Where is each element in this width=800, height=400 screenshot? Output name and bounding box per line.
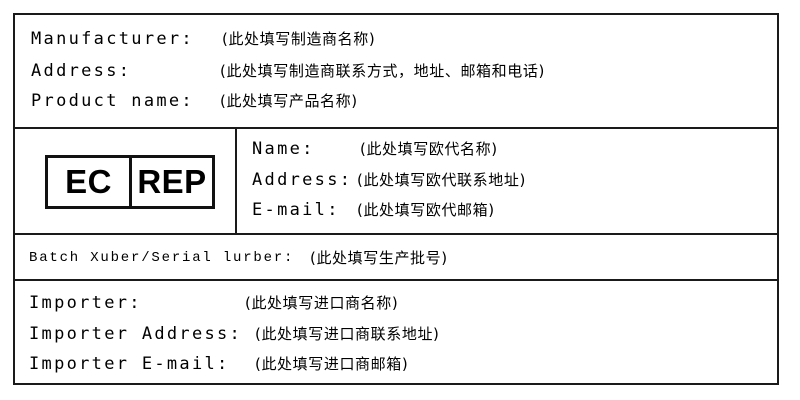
ec-rep-address-label: Address: <box>252 170 353 190</box>
ec-symbol-text: EC <box>48 158 132 206</box>
manufacturer-value: (此处填写制造商名称) <box>222 30 376 48</box>
ec-rep-divider <box>235 129 237 233</box>
importer-value: (此处填写进口商名称) <box>245 294 399 312</box>
manufacturer-label: Manufacturer: <box>31 29 194 49</box>
manufacturer-section: Manufacturer: (此处填写制造商名称) Address: (此处填写… <box>15 15 777 129</box>
ec-rep-section: EC REP Name: (此处填写欧代名称) Address: (此处填写欧代… <box>15 129 777 235</box>
ec-rep-email-label: E-mail: <box>252 200 340 220</box>
manufacturer-address-value: (此处填写制造商联系方式，地址、邮箱和电话) <box>220 62 545 80</box>
batch-serial-value: (此处填写生产批号) <box>310 249 448 267</box>
product-name-value: (此处填写产品名称) <box>220 92 358 110</box>
importer-email-value: (此处填写进口商邮箱) <box>255 355 409 373</box>
importer-label: Importer: <box>29 293 142 313</box>
ec-rep-symbol-icon: EC REP <box>45 155 215 209</box>
importer-address-label: Importer Address: <box>29 324 243 344</box>
product-name-label: Product name: <box>31 91 194 111</box>
product-label: Manufacturer: (此处填写制造商名称) Address: (此处填写… <box>13 13 779 385</box>
rep-symbol-text: REP <box>137 163 207 200</box>
importer-address-value: (此处填写进口商联系地址) <box>255 325 440 343</box>
ec-rep-name-label: Name: <box>252 139 315 159</box>
ec-rep-name-value: (此处填写欧代名称) <box>360 140 498 158</box>
importer-email-label: Importer E-mail: <box>29 354 230 374</box>
importer-section: Importer: (此处填写进口商名称) Importer Address: … <box>15 281 777 385</box>
batch-section: Batch Xuber/Serial lurber: (此处填写生产批号) <box>15 235 777 281</box>
ec-rep-address-value: (此处填写欧代联系地址) <box>357 171 526 189</box>
batch-serial-label: Batch Xuber/Serial lurber: <box>29 250 295 266</box>
ec-rep-email-value: (此处填写欧代邮箱) <box>357 201 495 219</box>
manufacturer-address-label: Address: <box>31 61 132 81</box>
